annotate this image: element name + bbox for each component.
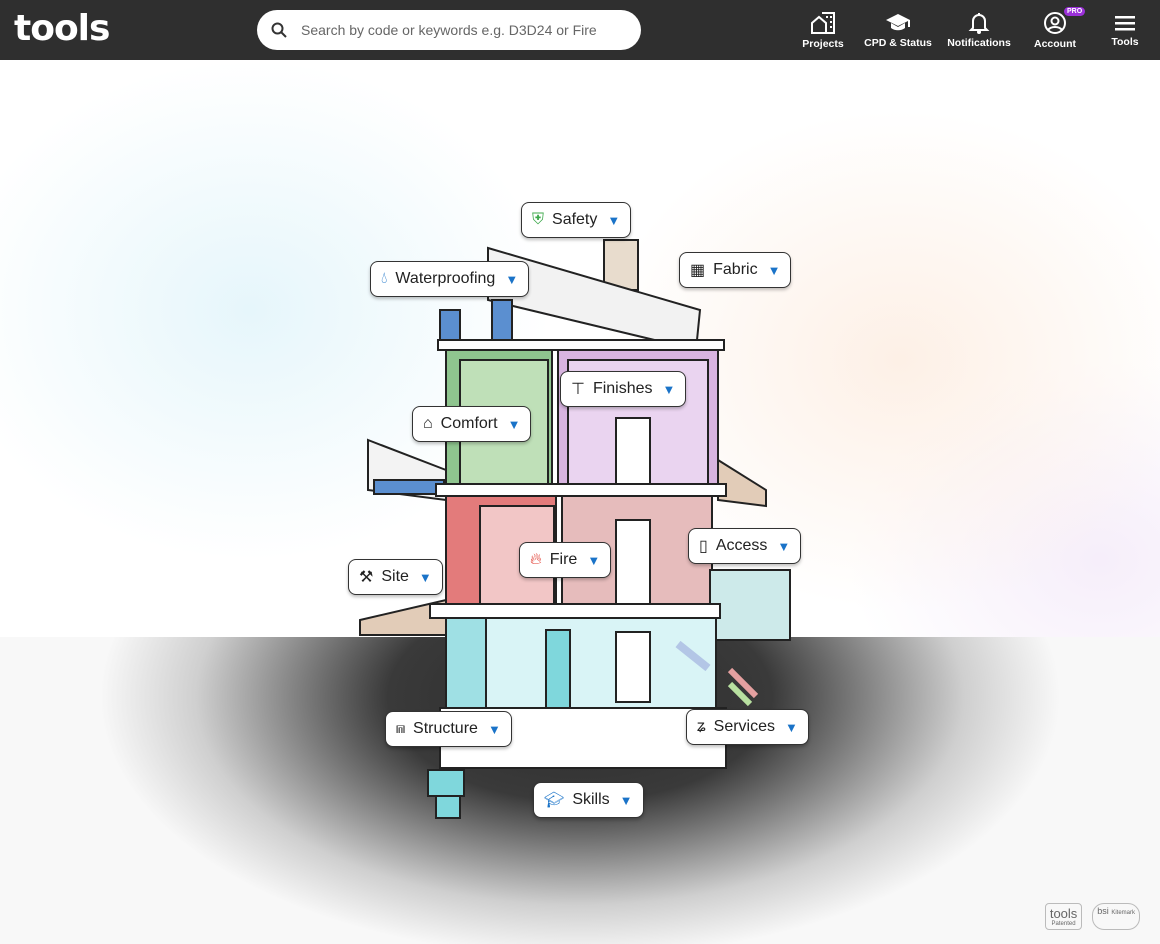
- nav-cpd-status[interactable]: CPD & Status: [864, 0, 932, 60]
- door-icon: ▯: [699, 538, 708, 555]
- chevron-down-icon: ▼: [619, 792, 633, 808]
- category-safety[interactable]: ⛨ Safety ▼: [521, 202, 632, 238]
- category-label: Fabric: [713, 261, 758, 278]
- category-label: Access: [715, 537, 768, 554]
- chevron-down-icon: ▼: [767, 262, 781, 278]
- category-label: Skills: [572, 791, 610, 808]
- category-access[interactable]: ▯ Access ▼: [688, 528, 802, 564]
- flame-icon: 🔥︎: [530, 551, 542, 568]
- droplet-icon: 💧︎: [381, 270, 388, 287]
- category-site[interactable]: ⚒ Site ▼: [348, 559, 443, 595]
- category-label: Site: [381, 568, 409, 585]
- nav-label: Account: [1034, 37, 1076, 50]
- bridge-icon: ⩎: [396, 720, 406, 737]
- top-bar: tools Projects CPD & Status Notification…: [0, 0, 1160, 60]
- category-structure[interactable]: ⩎ Structure ▼: [385, 711, 512, 747]
- nav-tools[interactable]: Tools: [1106, 0, 1144, 60]
- bricks-icon: ▦: [690, 262, 706, 279]
- search-icon: [271, 22, 287, 38]
- user-circle-icon: [1044, 11, 1066, 34]
- category-label: Services: [713, 718, 776, 735]
- chevron-down-icon: ▼: [418, 569, 432, 585]
- graduation-cap-icon: [886, 13, 910, 30]
- nav-label: CPD & Status: [864, 36, 932, 49]
- category-fire[interactable]: 🔥︎ Fire ▼: [519, 542, 612, 578]
- tools-logo[interactable]: tools: [14, 8, 110, 49]
- category-fabric[interactable]: ▦ Fabric ▼: [679, 252, 792, 288]
- bsi-kitemark-badge: bsi Kitemark: [1092, 903, 1140, 930]
- category-comfort[interactable]: ⌂ Comfort ▼: [412, 406, 532, 442]
- chevron-down-icon: ▼: [587, 552, 601, 568]
- chevron-down-icon: ▼: [607, 212, 621, 228]
- pro-badge: PRO: [1064, 7, 1086, 16]
- nav-account[interactable]: PRO Account: [1032, 0, 1086, 60]
- pipe-icon: ʑ: [697, 718, 706, 735]
- category-label: Fire: [549, 551, 578, 568]
- hamburger-icon: [1115, 15, 1135, 30]
- nav-label: Projects: [802, 37, 844, 50]
- search-box[interactable]: [257, 10, 641, 50]
- chevron-down-icon: ▼: [785, 719, 798, 735]
- nav-notifications[interactable]: Notifications: [946, 0, 1012, 60]
- paint-roller-icon: ⊤: [571, 381, 585, 398]
- category-label: Structure: [413, 720, 478, 737]
- crane-icon: ⚒: [359, 569, 374, 586]
- building-explorer: ⛨ Safety ▼ 💧︎ Waterproofing ▼ ▦ Fabric ▼ ⊤ Fini…: [0, 60, 1160, 944]
- graduation-cap-icon: 🎓︎: [544, 792, 565, 809]
- category-label: Finishes: [592, 380, 653, 397]
- chevron-down-icon: ▼: [777, 538, 791, 554]
- home-thermostat-icon: ⌂: [423, 415, 433, 432]
- shield-icon: ⛨: [532, 211, 545, 228]
- buildings-icon: [811, 11, 835, 34]
- category-label: Safety: [552, 211, 598, 228]
- chevron-down-icon: ▼: [487, 721, 501, 737]
- category-skills[interactable]: 🎓︎ Skills ▼: [533, 782, 644, 818]
- search-input[interactable]: [301, 22, 621, 38]
- bell-icon: [968, 12, 990, 34]
- chevron-down-icon: ▼: [507, 416, 521, 432]
- nav-label: Tools: [1111, 35, 1139, 48]
- category-finishes[interactable]: ⊤ Finishes ▼: [560, 371, 687, 407]
- nav-label: Notifications: [947, 36, 1011, 49]
- category-waterproofing[interactable]: 💧︎ Waterproofing ▼: [370, 261, 530, 297]
- chevron-down-icon: ▼: [505, 271, 519, 287]
- category-services[interactable]: ʑ Services ▼: [686, 709, 809, 745]
- nav-projects[interactable]: Projects: [800, 0, 846, 60]
- category-label: Waterproofing: [395, 270, 496, 287]
- chevron-down-icon: ▼: [662, 381, 676, 397]
- category-label: Comfort: [440, 415, 498, 432]
